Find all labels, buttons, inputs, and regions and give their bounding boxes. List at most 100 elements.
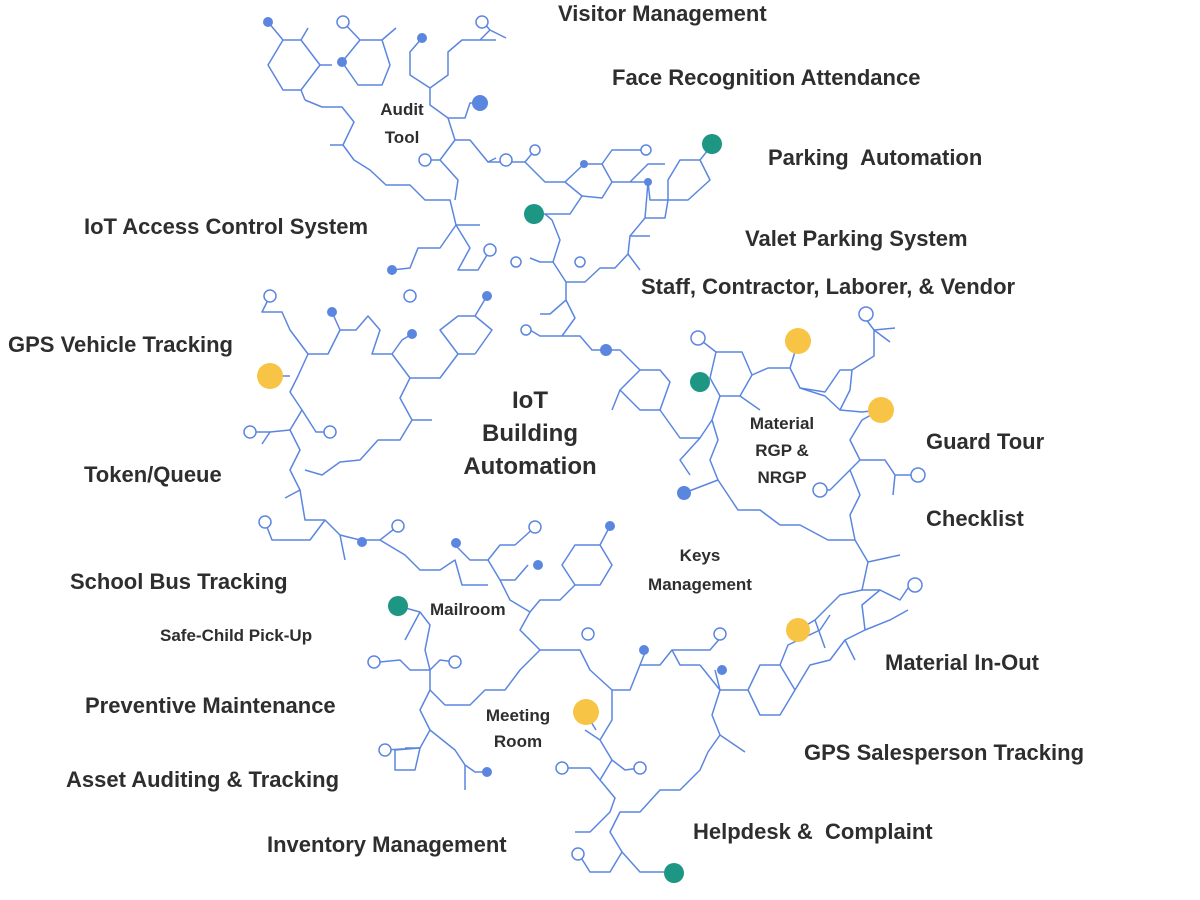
node-blue-dot — [472, 95, 488, 111]
bond-line — [397, 605, 431, 671]
node-blue-dot — [639, 645, 649, 655]
node-yellow-dot — [257, 363, 283, 389]
bond-line — [814, 589, 880, 649]
node-open-circle — [529, 144, 541, 156]
node-blue-dot — [451, 538, 461, 548]
node-open-circle — [378, 743, 392, 757]
label-line: Room — [493, 732, 543, 751]
bond-line — [565, 711, 641, 781]
bond-line — [399, 377, 432, 421]
center-title: IoT Building Automation — [430, 384, 630, 483]
bond-line — [391, 295, 488, 379]
bond-line — [601, 149, 646, 165]
bond-line — [505, 149, 583, 215]
bond-line — [822, 459, 915, 496]
node-open-circle — [633, 761, 647, 775]
bond-line — [458, 315, 493, 355]
bond-line — [391, 224, 457, 271]
bond-line — [409, 21, 507, 89]
node-blue-dot — [263, 17, 273, 27]
node-yellow-dot — [868, 397, 894, 423]
node-open-circle — [812, 482, 828, 498]
bond-line — [330, 144, 457, 226]
bond-line — [455, 224, 491, 271]
node-open-circle — [263, 289, 277, 303]
bond-line — [381, 27, 397, 41]
label-line: Meeting — [485, 706, 551, 725]
bond-line — [261, 295, 341, 355]
bond-line — [797, 539, 901, 631]
bond-line — [751, 367, 881, 413]
bond-line — [611, 369, 671, 411]
bond-line — [562, 335, 606, 351]
node-open-circle — [640, 144, 652, 156]
node-open-circle — [571, 847, 585, 861]
node-open-circle — [499, 153, 513, 167]
node-blue-dot — [482, 767, 492, 777]
node-open-circle — [418, 153, 432, 167]
module-gps-salesperson: GPS Salesperson Tracking — [804, 740, 1085, 765]
node-blue-dot — [533, 560, 543, 570]
bond-line — [300, 27, 332, 101]
module-checklist: Checklist — [926, 506, 1024, 531]
module-gps-vehicle: GPS Vehicle Tracking — [8, 332, 233, 357]
node-open-circle — [403, 289, 417, 303]
node-open-circle — [323, 425, 337, 439]
node-blue-dot — [717, 665, 727, 675]
inner-keys-management: Keys Management — [620, 541, 780, 599]
node-blue-dot — [644, 178, 652, 186]
inner-audit-tool: Audit Tool — [362, 96, 442, 152]
node-blue-dot — [387, 265, 397, 275]
node-open-circle — [520, 324, 532, 336]
center-title-line: IoT — [512, 387, 548, 414]
module-helpdesk: Helpdesk & Complaint — [693, 819, 933, 844]
bond-line — [564, 163, 613, 199]
bond-line — [267, 21, 321, 91]
module-visitor-management: Visitor Management — [558, 1, 767, 26]
bond-line — [529, 282, 576, 337]
node-open-circle — [448, 655, 462, 669]
node-blue-dot — [600, 344, 612, 356]
label-line: RGP & — [755, 441, 809, 460]
node-open-circle — [581, 627, 595, 641]
label-line: Management — [648, 575, 752, 594]
node-open-circle — [858, 306, 874, 322]
bond-line — [429, 729, 487, 790]
node-blue-dot — [677, 486, 691, 500]
node-open-circle — [555, 761, 569, 775]
node-blue-dot — [327, 307, 337, 317]
module-asset-auditing: Asset Auditing & Tracking — [66, 767, 340, 792]
node-teal-dot — [388, 596, 408, 616]
label-line: Tool — [384, 128, 420, 147]
bond-line — [304, 99, 355, 161]
module-preventive-maintenance: Preventive Maintenance — [85, 693, 336, 718]
node-open-circle — [475, 15, 489, 29]
bond-line — [304, 419, 413, 561]
module-parking-automation: Parking Automation — [768, 145, 983, 170]
node-blue-dot — [482, 291, 492, 301]
module-token-queue: Token/Queue — [84, 462, 222, 487]
module-material-in-out: Material In-Out — [885, 650, 1040, 675]
bond-line — [621, 851, 672, 873]
node-open-circle — [528, 520, 542, 534]
bond-line — [454, 526, 536, 561]
bond-line — [679, 437, 701, 476]
node-open-circle — [243, 425, 257, 439]
bond-line — [384, 747, 421, 771]
node-teal-dot — [664, 863, 684, 883]
bond-line — [579, 669, 721, 873]
node-open-circle — [907, 577, 923, 593]
node-blue-dot — [417, 33, 427, 43]
inner-meeting-room: Meeting Room — [468, 703, 568, 755]
node-open-circle — [510, 256, 522, 268]
node-blue-dot — [407, 329, 417, 339]
bond-line — [379, 649, 541, 706]
node-blue-dot — [605, 521, 615, 531]
bond-line — [667, 159, 711, 201]
node-teal-dot — [702, 134, 722, 154]
bond-line — [719, 734, 746, 753]
node-yellow-dot — [786, 618, 810, 642]
bond-line — [439, 159, 459, 201]
